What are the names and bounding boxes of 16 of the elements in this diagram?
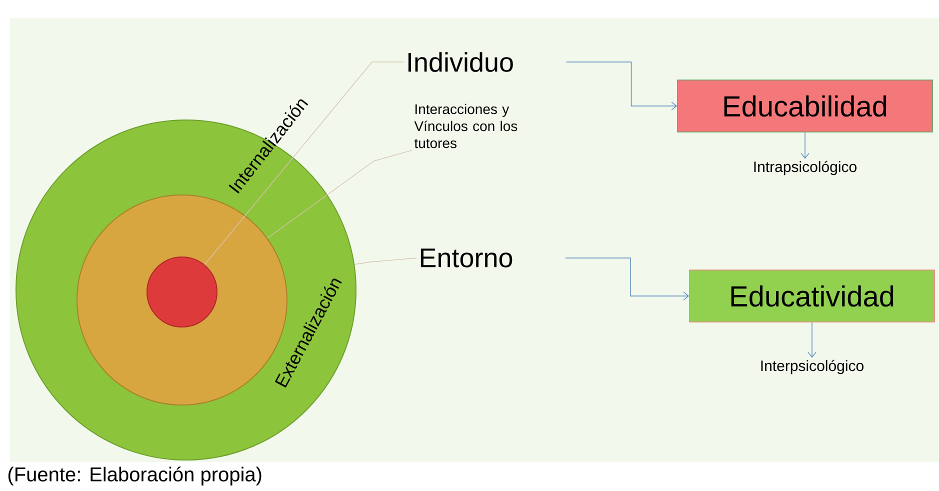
concept-box: Educabilidad	[677, 80, 933, 132]
leader-line	[267, 150, 412, 238]
node-label: Interacciones y Vínculos con los tutores	[414, 104, 518, 148]
leader-line	[204, 62, 404, 265]
circle	[146, 256, 218, 328]
arrow	[566, 62, 678, 110]
leader-line	[354, 258, 417, 265]
node-label: Interpsicológico	[761, 360, 864, 374]
node-label: Entorno	[420, 248, 512, 268]
concept-box: Educatividad	[689, 270, 935, 322]
arrow	[808, 322, 816, 358]
arrow	[565, 258, 690, 300]
caption: (Fuente: Elaboración propia)	[8, 466, 262, 486]
arrow	[800, 132, 810, 159]
node-label: Individuo	[408, 52, 513, 72]
node-label: Intrapsicológico	[754, 160, 856, 176]
